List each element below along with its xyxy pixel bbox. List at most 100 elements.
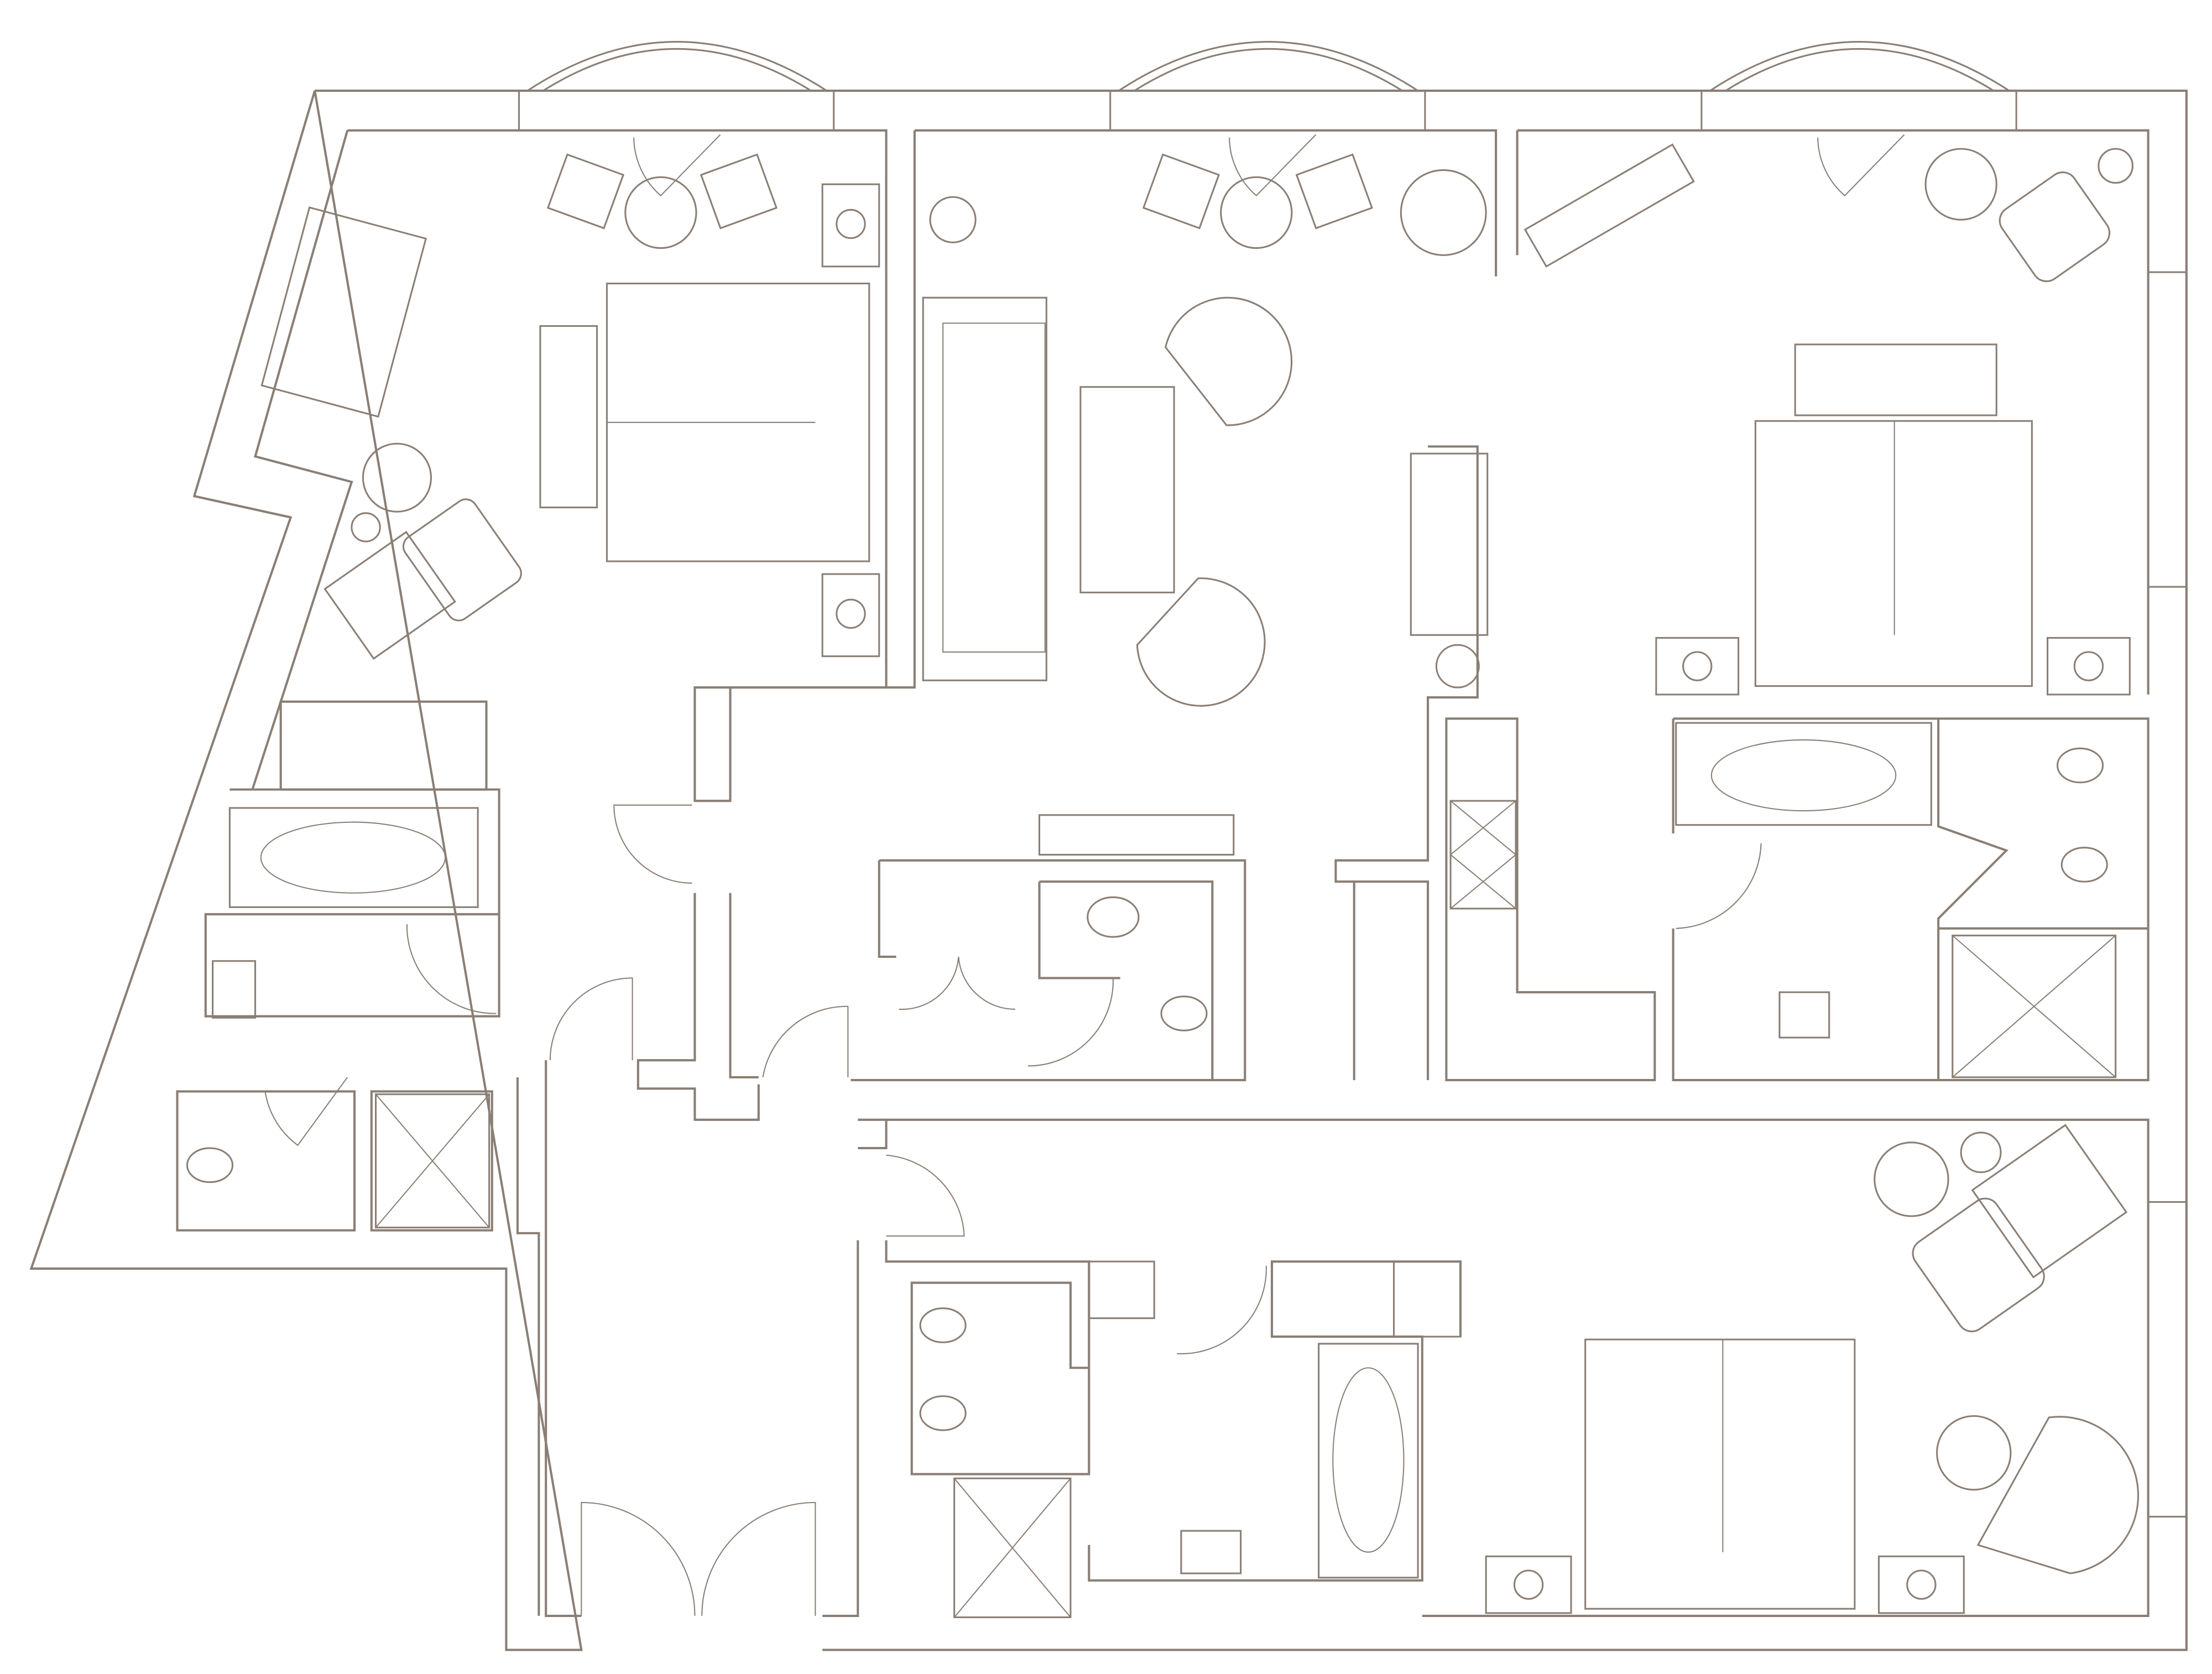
wardrobe-cross: [1450, 800, 1516, 909]
sink: [1778, 991, 1830, 1039]
wardrobe: [1449, 800, 1517, 910]
sofa: [922, 296, 1047, 681]
armchair: [1976, 1416, 2140, 1574]
inner-wall-center-bath: [851, 859, 1246, 1082]
shower-drain-lines: [953, 1478, 1071, 1618]
armchair: [324, 530, 456, 660]
side-table: [1220, 176, 1293, 249]
window-right-lower: [2147, 1201, 2188, 1518]
inner-wall-corridor: [516, 893, 760, 1617]
inner-wall-bottom: [822, 1118, 2150, 1617]
lamps: [351, 148, 2133, 1614]
lamp-icon: [351, 512, 381, 543]
armchair: [1971, 1124, 2128, 1279]
shower: [1952, 935, 2117, 1078]
shower-drain-lines: [1952, 935, 2116, 1078]
window-bay-right: [1700, 90, 2017, 132]
bathtub-basin: [1710, 739, 1897, 812]
inner-wall-right-block: [1334, 445, 1656, 1082]
lamp-icon: [2098, 148, 2133, 184]
toilet: [919, 1307, 967, 1343]
armchair: [1295, 153, 1373, 230]
toilet: [1160, 995, 1208, 1031]
tv-console: [1524, 143, 1695, 268]
door-swing: [1817, 134, 1905, 197]
door-swing: [613, 804, 692, 884]
window-bay-middle: [1109, 90, 1426, 132]
bed: [1754, 420, 2033, 687]
wardrobe: [1392, 1260, 1462, 1338]
lamp-icon: [1682, 651, 1713, 681]
door-swing: [1676, 843, 1762, 929]
nightstand: [1655, 637, 1740, 696]
nightstand: [821, 183, 880, 268]
desk: [1410, 452, 1489, 636]
side-table: [1924, 148, 1997, 221]
side-table: [1874, 1141, 1949, 1217]
lamp-icon: [1960, 1131, 2002, 1174]
toilet: [186, 1147, 234, 1183]
nightstand: [1877, 1555, 1965, 1614]
sink: [1180, 1530, 1242, 1574]
windows: [518, 41, 2188, 1518]
door-swing: [899, 957, 1015, 1010]
bench: [1794, 343, 1997, 416]
floor-lamp: [1400, 169, 1487, 256]
door-swing: [633, 134, 721, 197]
window-bay-left: [518, 90, 835, 132]
shower: [953, 1477, 1072, 1619]
wardrobe: [1088, 1260, 1155, 1320]
outer-wall: [29, 89, 2188, 1651]
armchair: [402, 498, 522, 622]
bed: [1584, 1338, 1856, 1610]
sink: [1087, 896, 1140, 938]
toilet: [2060, 847, 2108, 883]
door-swing: [549, 977, 633, 1061]
door-swing: [886, 1154, 965, 1237]
nightstand: [1485, 1555, 1572, 1614]
inner-wall-left-bath: [176, 788, 500, 1232]
desk: [260, 206, 427, 418]
lamp-icon: [2073, 651, 2104, 681]
armchair: [1999, 171, 2111, 283]
door-swing: [1027, 978, 1114, 1067]
window-bay-middle-arc: [1118, 41, 1418, 92]
bathtub-basin: [1332, 1367, 1405, 1553]
armchair: [1142, 153, 1220, 230]
shower-drain-lines: [375, 1094, 490, 1228]
armchair: [1912, 1197, 2045, 1332]
armchair: [546, 153, 625, 230]
window-bay-right-arc: [1709, 41, 2010, 92]
lamp-icon: [1513, 1569, 1544, 1600]
door-swing: [1229, 134, 1317, 197]
door-swing: [264, 1077, 348, 1146]
nightstand: [821, 573, 880, 658]
toilet: [2056, 747, 2104, 784]
bathtub: [228, 807, 479, 908]
window-bay-left-arc: [527, 41, 827, 92]
bathtub: [1318, 1343, 1419, 1579]
lamp-icon: [836, 598, 866, 629]
armchair: [1165, 296, 1293, 426]
lamp-icon: [836, 208, 866, 239]
door-swing: [406, 924, 497, 1014]
bathtub-basin: [260, 821, 446, 894]
shower: [374, 1093, 491, 1229]
inner-wall-living: [729, 129, 2150, 801]
lamp-icon: [1435, 644, 1480, 689]
coffee-table: [1079, 386, 1175, 593]
furniture: [186, 143, 2140, 1619]
door-swing: [762, 1005, 849, 1078]
bench: [539, 325, 598, 509]
doors: [264, 134, 1905, 1616]
lamp-icon: [1906, 1569, 1937, 1600]
sink: [212, 960, 257, 1019]
window-right-upper: [2147, 271, 2188, 588]
door-swing: [1177, 1265, 1267, 1354]
bathtub: [1675, 722, 1932, 826]
side-table: [624, 176, 697, 249]
toilet: [919, 1395, 967, 1431]
inner-wall-top-left-nook: [279, 700, 488, 791]
inner-wall-right-bath: [1672, 717, 2150, 1082]
